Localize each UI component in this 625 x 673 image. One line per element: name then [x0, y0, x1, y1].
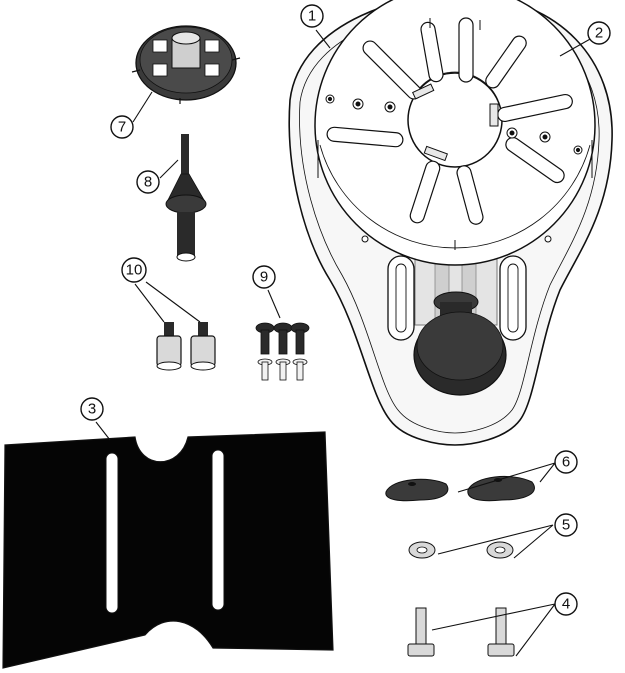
washer-part-5	[408, 541, 514, 559]
locking-knob	[413, 291, 507, 396]
wing-nut-part-6	[385, 476, 535, 502]
callout-5: 5	[554, 513, 578, 537]
callout-label-3: 3	[88, 401, 96, 418]
callout-1: 1	[300, 4, 324, 28]
callout-label-2: 2	[595, 25, 603, 42]
callout-2: 2	[587, 21, 611, 45]
callout-10: 10	[121, 257, 147, 283]
callout-label-5: 5	[562, 517, 570, 534]
callout-6: 6	[554, 450, 578, 474]
callout-7: 7	[110, 115, 134, 139]
rotating-disc-part-2	[314, 0, 596, 266]
callout-label-10: 10	[126, 262, 143, 279]
callout-label-7: 7	[118, 119, 126, 136]
black-mat-part-3	[2, 426, 334, 669]
callout-3: 3	[80, 397, 104, 421]
callout-8: 8	[136, 170, 160, 194]
callout-label-8: 8	[144, 174, 152, 191]
callout-9: 9	[252, 265, 276, 289]
knurled-standoff-part-10	[156, 322, 216, 371]
screw-set-part-9	[255, 322, 310, 381]
callout-label-9: 9	[260, 269, 268, 286]
callout-4: 4	[554, 592, 578, 616]
callout-label-1: 1	[308, 8, 316, 25]
leader-lines	[95, 29, 593, 657]
adapter-ring-part-7	[131, 25, 241, 104]
callout-label-6: 6	[562, 454, 570, 471]
pin-part-8	[165, 134, 207, 262]
t-bolt-part-4	[407, 607, 515, 657]
callout-label-4: 4	[562, 596, 570, 613]
